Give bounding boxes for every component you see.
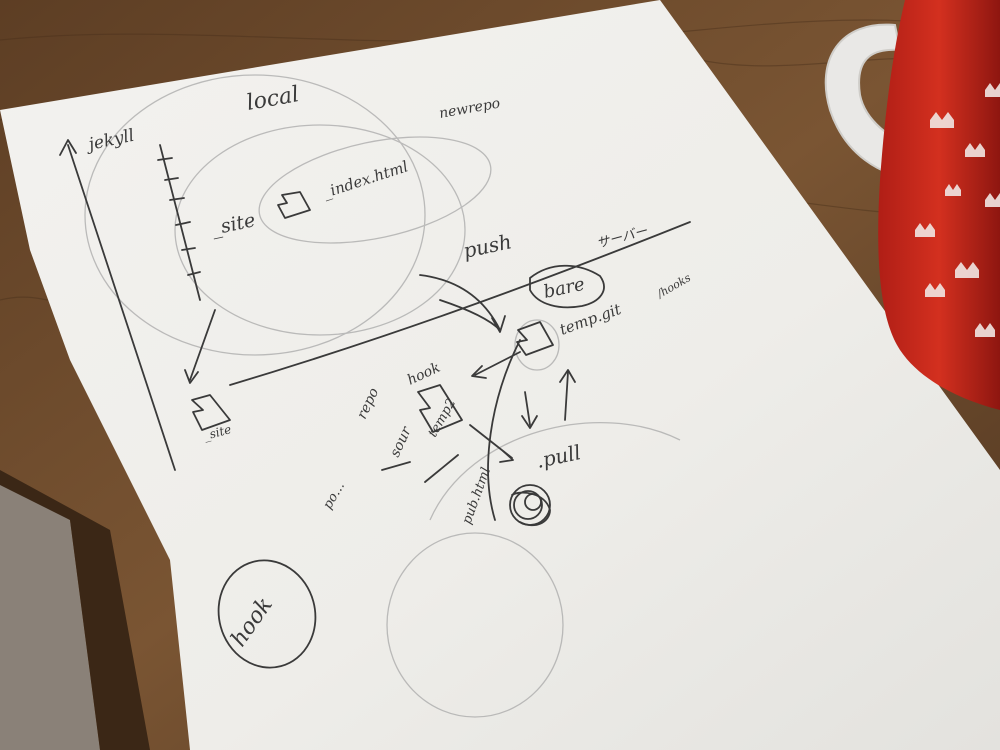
server-line: [229, 221, 691, 386]
site-down-arrow: [189, 309, 216, 381]
mug-crown-pattern: [915, 83, 1000, 337]
pull-up-arrow: [564, 371, 569, 421]
temp-git-file-icon: [516, 321, 554, 356]
curve-arrow: [487, 339, 521, 521]
temp2-file-icon: [417, 384, 463, 433]
vertical-axis-line: [67, 144, 176, 471]
hook-circle: [217, 559, 317, 669]
coffee-mug: [824, 0, 1000, 410]
local-site-file-icon: [191, 394, 231, 431]
push-arrow: [419, 274, 501, 331]
server-arrow: [439, 299, 501, 331]
bare-cloud: [529, 264, 605, 309]
mug-body: [878, 0, 1000, 410]
scribble: [509, 484, 551, 527]
pencil-circles: [84, 74, 681, 718]
axis-arrow: [59, 139, 77, 156]
label-site-small: _site: [202, 422, 233, 443]
table-edge: [0, 470, 150, 750]
ink-sketch: [59, 139, 691, 669]
carpet: [0, 480, 100, 750]
timeline-ticks: [157, 157, 201, 276]
pull-down-arrow: [524, 391, 531, 426]
site-file-icon: [277, 191, 311, 219]
